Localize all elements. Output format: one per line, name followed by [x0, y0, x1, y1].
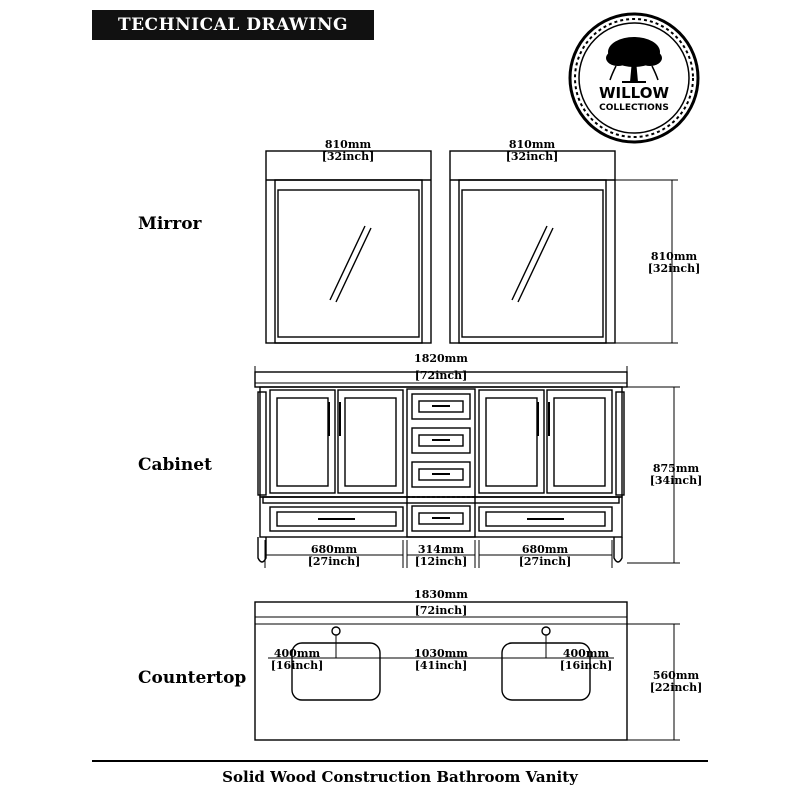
cabinet-width-in: [72inch]	[415, 369, 468, 382]
logo-subtitle: COLLECTIONS	[599, 103, 669, 113]
countertop-width-in: [72inch]	[415, 604, 468, 617]
countertop-width-mm: 1830mm	[414, 588, 468, 601]
cabinet-right-width-mm: 680mm	[522, 543, 569, 556]
cabinet-right-width-in: [27inch]	[519, 555, 572, 568]
cabinet-left-width-in: [27inch]	[308, 555, 361, 568]
countertop-depth-mm: 560mm	[653, 669, 700, 682]
cabinet-width-mm: 1820mm	[414, 352, 468, 365]
section-label-cabinet: Cabinet	[138, 455, 212, 475]
section-label-mirror: Mirror	[138, 214, 202, 234]
mirror-right-width-mm: 810mm	[509, 138, 556, 151]
sink-left-in: [16inch]	[271, 659, 324, 672]
sink-spacing-mm: 1030mm	[414, 647, 468, 660]
logo-wordmark: WILLOW	[599, 84, 669, 102]
cabinet-center-width-in: [12inch]	[415, 555, 468, 568]
mirror-left	[265, 150, 432, 344]
sink-left-mm: 400mm	[274, 647, 321, 660]
sink-right-mm: 400mm	[563, 647, 610, 660]
sink-right-in: [16inch]	[560, 659, 613, 672]
mirror-height-mm: 810mm	[651, 250, 698, 263]
cabinet-center-width-mm: 314mm	[418, 543, 465, 556]
willow-collections-logo: WILLOW COLLECTIONS	[568, 12, 700, 144]
countertop-depth-in: [22inch]	[650, 681, 703, 694]
tree-icon	[606, 37, 662, 83]
section-label-countertop: Countertop	[138, 668, 247, 688]
cabinet-elevation	[254, 366, 628, 563]
footer-caption: Solid Wood Construction Bathroom Vanity	[222, 768, 578, 786]
drawing-title: TECHNICAL DRAWING	[92, 10, 374, 40]
cabinet-height-in: [34inch]	[650, 474, 703, 487]
mirror-right	[449, 150, 616, 344]
cabinet-height-mm: 875mm	[653, 462, 700, 475]
mirror-height-in: [32inch]	[648, 262, 701, 275]
cabinet-left-width-mm: 680mm	[311, 543, 358, 556]
sink-spacing-in: [41inch]	[415, 659, 468, 672]
mirror-right-width-in: [32inch]	[506, 150, 559, 163]
countertop-plan	[254, 601, 628, 741]
mirror-left-width-mm: 810mm	[325, 138, 372, 151]
mirror-left-width-in: [32inch]	[322, 150, 375, 163]
footer-divider	[92, 760, 708, 762]
